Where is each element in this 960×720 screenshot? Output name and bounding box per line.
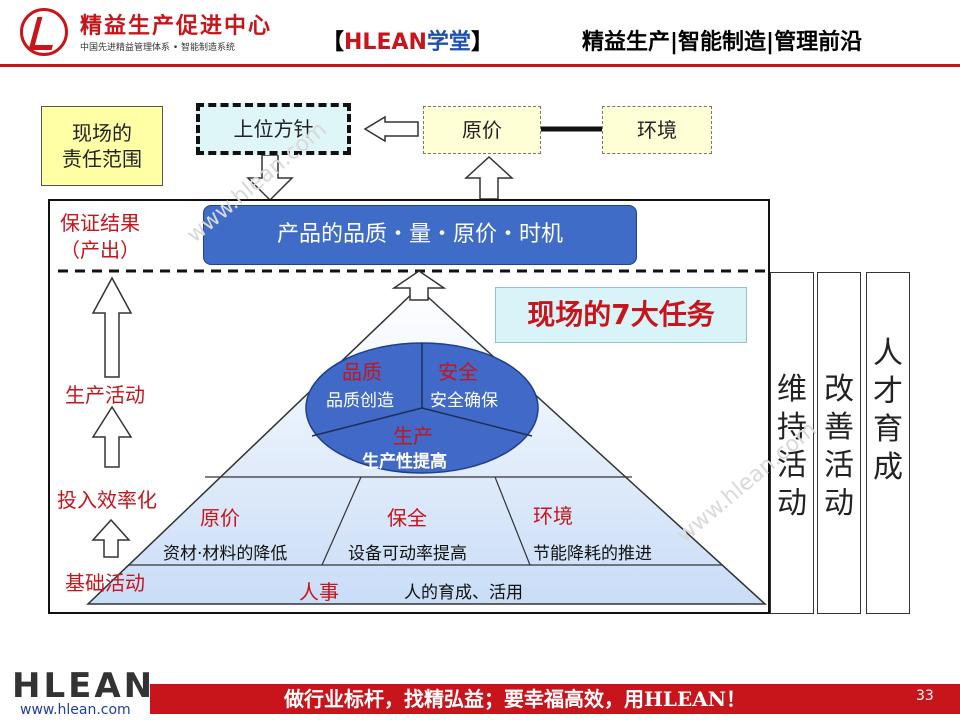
input-efficiency-label: 投入效率化 [57, 488, 157, 512]
header-tagline: 精益生产|智能制造|管理前沿 [582, 30, 863, 55]
responsibility-scope-box: 现场的 责任范围 [41, 106, 163, 186]
footer-logo: HLEAN [12, 666, 156, 706]
arrow-down-icon [246, 154, 294, 202]
responsibility-scope-label: 现场的 责任范围 [62, 121, 142, 171]
environment-box: 环境 [602, 106, 712, 154]
org-subtitle: 中国先进精益管理体系 • 智能制造系统 [80, 43, 236, 53]
footer-bar [150, 684, 960, 714]
maintain-activity-label: 维 持 活 动 [777, 372, 807, 521]
brand-bracket-open: 【 [322, 30, 345, 55]
production-desc: 生产性提高 [362, 452, 447, 472]
personnel-title: 人事 [299, 580, 339, 604]
quality-title: 品质 [342, 360, 382, 384]
maintenance-title: 保全 [387, 506, 427, 530]
talent-development-label: 人 才 育 成 [873, 336, 903, 485]
talent-development-column: 人 才 育 成 [866, 272, 910, 614]
output-box: 产品的品质・量・原价・时机 [203, 205, 637, 265]
maintain-activity-column: 维 持 活 动 [770, 272, 814, 614]
pyramid-divider-2 [494, 476, 531, 566]
environment-title: 环境 [533, 504, 573, 528]
upper-policy-label: 上位方针 [233, 117, 314, 141]
arrow-up-basic-icon [91, 518, 131, 558]
arrow-up-cost-icon [464, 155, 514, 200]
workplace-frame [48, 199, 770, 614]
cost-title: 原价 [200, 506, 240, 530]
footer-url[interactable]: www.hlean.com [20, 702, 131, 718]
logo-icon [20, 8, 68, 56]
brand-study: 学堂 [426, 30, 471, 55]
arrow-up-production-icon [91, 276, 133, 378]
cost-label: 原价 [462, 118, 502, 142]
brand-main: HLEAN [344, 30, 427, 55]
environment-desc: 节能降耗的推进 [533, 544, 652, 564]
pyramid-divider-1 [321, 476, 362, 566]
brand-bracket-close: 】 [470, 30, 493, 55]
org-name: 精益生产促进中心 [80, 14, 273, 39]
output-label: 产品的品质・量・原价・时机 [276, 221, 563, 247]
maintenance-desc: 设备可动率提高 [348, 544, 467, 564]
improve-activity-label: 改 善 活 动 [824, 372, 854, 521]
personnel-desc: 人的育成、活用 [404, 583, 523, 603]
brand-title: 【HLEAN学堂】 [322, 24, 493, 56]
cost-desc: 资材·材料的降低 [163, 544, 288, 564]
page-number: 33 [916, 688, 934, 704]
arrow-up-efficiency-icon [91, 405, 133, 468]
arrow-up-apex-icon [391, 270, 447, 301]
arrow-left-icon [363, 115, 419, 143]
safety-desc: 安全确保 [430, 391, 498, 411]
seven-tasks-box: 现场的7大任务 [495, 287, 747, 343]
improve-activity-column: 改 善 活 动 [817, 272, 861, 614]
quality-desc: 品质创造 [326, 391, 394, 411]
upper-policy-box: 上位方针 [196, 103, 351, 155]
production-title: 生产 [393, 424, 433, 448]
cost-box: 原价 [423, 106, 541, 154]
production-activity-label: 生产活动 [65, 383, 145, 407]
safety-title: 安全 [438, 360, 478, 384]
footer-slogan: 做行业标杆，找精弘益；要幸福高效，用HLEAN！ [284, 687, 747, 711]
basic-activity-label: 基础活动 [65, 571, 145, 595]
environment-label: 环境 [637, 118, 677, 142]
header-divider [0, 64, 960, 67]
output-guarantee-label: 保证结果 （产出） [60, 211, 140, 262]
seven-tasks-label: 现场的7大任务 [527, 297, 715, 331]
